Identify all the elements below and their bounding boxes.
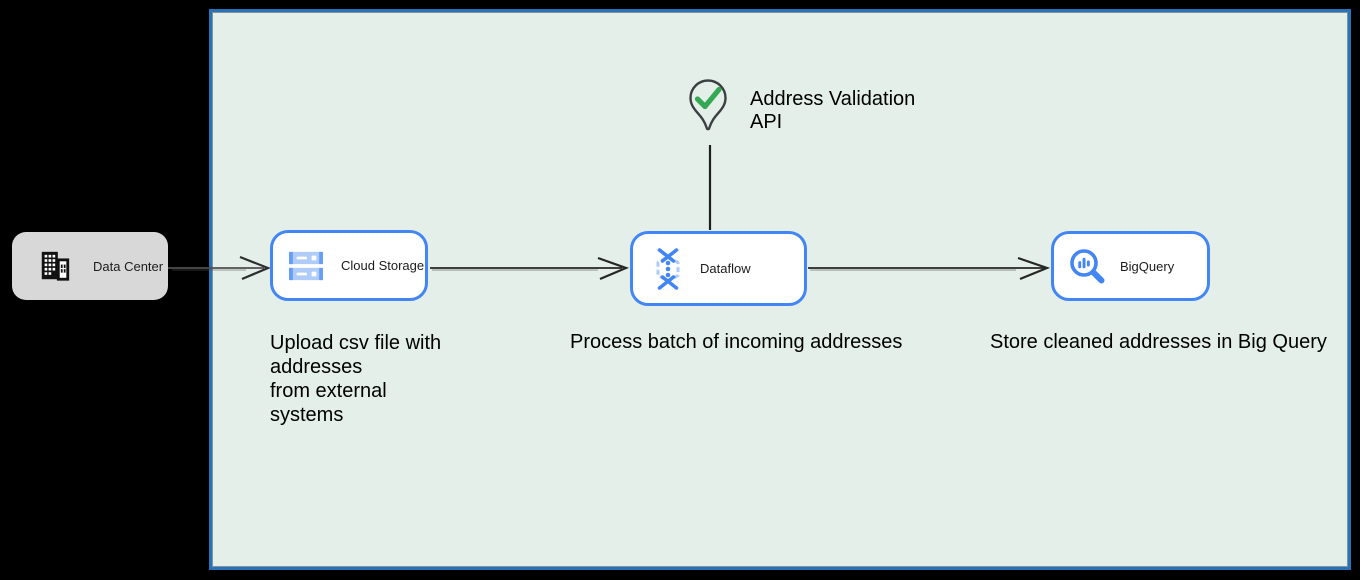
node-bigquery[interactable]: BigQuery — [1051, 231, 1210, 301]
node-label: Dataflow — [700, 261, 751, 276]
caption-upload-csv: Upload csv file with addresses from exte… — [270, 332, 442, 426]
map-pin-check-icon[interactable] — [686, 78, 730, 134]
node-dataflow[interactable]: Dataflow — [630, 231, 807, 306]
caption-address-validation-api: Address Validation API — [750, 88, 916, 133]
node-data-center[interactable]: Data Center — [12, 232, 168, 300]
bigquery-icon — [1070, 249, 1105, 284]
building-icon — [41, 251, 70, 281]
caption-store-cleaned: Store cleaned addresses in Big Query — [990, 331, 1327, 353]
node-label: Cloud Storage — [341, 258, 425, 273]
dataflow-icon — [656, 247, 680, 290]
cloud-storage-icon — [289, 251, 323, 280]
node-cloud-storage[interactable]: Cloud Storage — [270, 230, 428, 301]
node-label: BigQuery — [1120, 258, 1175, 274]
node-label: Data Center — [93, 258, 164, 274]
caption-process-batch: Process batch of incoming addresses — [570, 331, 903, 353]
